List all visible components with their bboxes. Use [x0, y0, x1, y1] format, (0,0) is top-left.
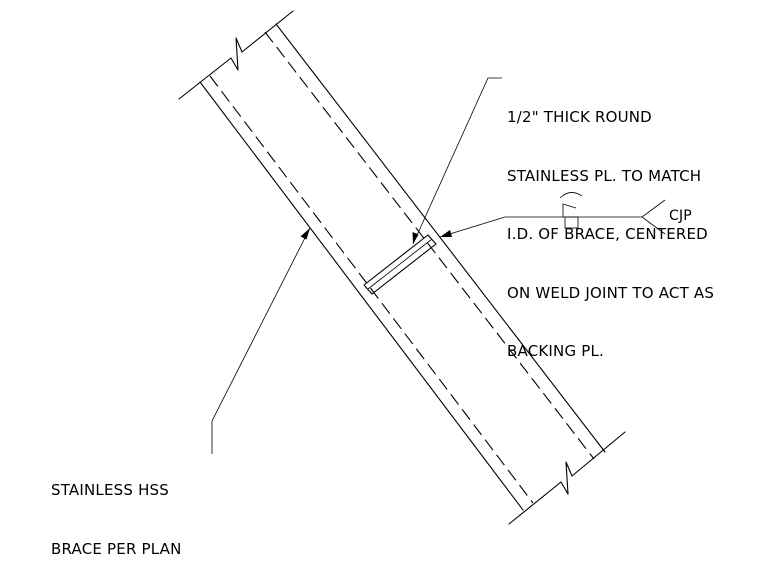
backing-plate-note-line: ON WELD JOINT TO ACT AS	[507, 283, 715, 302]
brace-outer-wall-right	[275, 23, 606, 453]
break-line-top	[178, 10, 294, 100]
weld-callout-label: CJP	[669, 208, 692, 224]
break-line-bottom	[508, 431, 626, 525]
brace-weld-detail-drawing	[178, 10, 666, 525]
weld-symbol-contour	[559, 192, 583, 199]
backing-plate-note-line: STAINLESS PL. TO MATCH	[507, 166, 702, 185]
weld-symbol-backing	[564, 216, 579, 229]
weld-symbol-tail	[641, 199, 666, 235]
backing-plate-note-line: 1/2" THICK ROUND	[507, 108, 652, 126]
backing-plate-note: 1/2" THICK ROUND STAINLESS PL. TO MATCH …	[507, 69, 714, 381]
brace-outer-wall-left	[199, 81, 524, 511]
brace-inner-wall-right	[264, 31, 595, 460]
backing-plate-center-line	[367, 238, 433, 290]
brace-note: STAINLESS HSS BRACE PER PLAN	[51, 442, 182, 579]
leader-brace-arrowhead	[300, 228, 310, 240]
brace-inner-wall-left	[209, 75, 534, 504]
weld-symbol-arrowhead	[440, 230, 452, 237]
weld-symbol-bevel-groove	[562, 203, 577, 217]
leader-brace	[211, 227, 311, 454]
backing-plate-note-line: BACKING PL.	[507, 342, 605, 360]
leader-backing-plate-arrowhead	[412, 232, 419, 244]
backing-plate-note-line: I.D. OF BRACE, CENTERED	[507, 225, 708, 243]
leader-backing-plate	[412, 77, 502, 245]
backing-plate	[363, 234, 437, 295]
brace-note-line: STAINLESS HSS	[51, 481, 169, 499]
brace-note-line: BRACE PER PLAN	[51, 539, 182, 558]
